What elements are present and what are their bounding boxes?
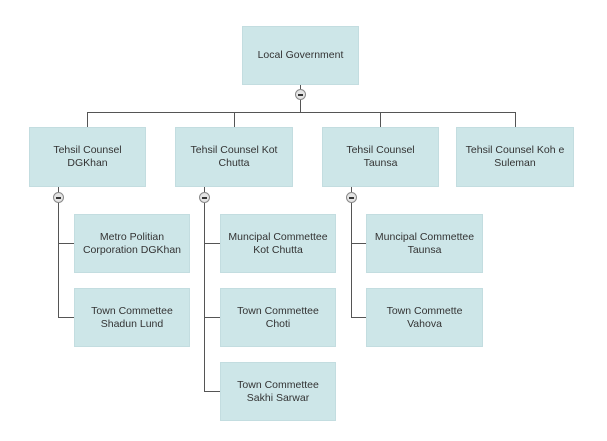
node-town-vahova[interactable]: Town Commette Vahova (366, 288, 483, 347)
node-muncipal-kot-chutta[interactable]: Muncipal Commettee Kot Chutta (220, 214, 336, 273)
node-metro-politian-dgkhan[interactable]: Metro Politian Corporation DGKhan (74, 214, 190, 273)
collapse-minus-icon[interactable] (346, 192, 357, 203)
node-label: Town Commettee Choti (237, 304, 319, 330)
node-tehsil-taunsa[interactable]: Tehsil Counsel Taunsa (322, 127, 439, 187)
node-label: Tehsil Counsel Taunsa (346, 144, 415, 169)
node-label: Town Commettee Sakhi Sarwar (237, 378, 319, 404)
node-label: Town Commette Vahova (386, 304, 463, 330)
node-label: Tehsil Counsel Kot Chutta (190, 144, 278, 169)
node-label: Muncipal Commettee Taunsa (374, 230, 475, 256)
collapse-minus-icon[interactable] (199, 192, 210, 203)
node-tehsil-koh-e-suleman[interactable]: Tehsil Counsel Koh e Suleman (456, 127, 574, 187)
node-town-choti[interactable]: Town Commettee Choti (220, 288, 336, 347)
node-root[interactable]: Local Government (242, 26, 359, 85)
node-label: Local Government (257, 49, 344, 61)
collapse-minus-icon[interactable] (53, 192, 64, 203)
node-label: Muncipal Commettee Kot Chutta (228, 230, 328, 256)
node-label: Tehsil Counsel DGKhan (53, 144, 122, 169)
node-tehsil-kot-chutta[interactable]: Tehsil Counsel Kot Chutta (175, 127, 293, 187)
node-town-shadun-lund[interactable]: Town Commettee Shadun Lund (74, 288, 190, 347)
node-label: Tehsil Counsel Koh e Suleman (465, 144, 565, 169)
node-label: Metro Politian Corporation DGKhan (82, 230, 182, 256)
node-town-sakhi-sarwar[interactable]: Town Commettee Sakhi Sarwar (220, 362, 336, 421)
node-tehsil-dgkhan[interactable]: Tehsil Counsel DGKhan (29, 127, 146, 187)
collapse-minus-icon[interactable] (295, 89, 306, 100)
node-muncipal-taunsa[interactable]: Muncipal Commettee Taunsa (366, 214, 483, 273)
node-label: Town Commettee Shadun Lund (91, 304, 173, 330)
